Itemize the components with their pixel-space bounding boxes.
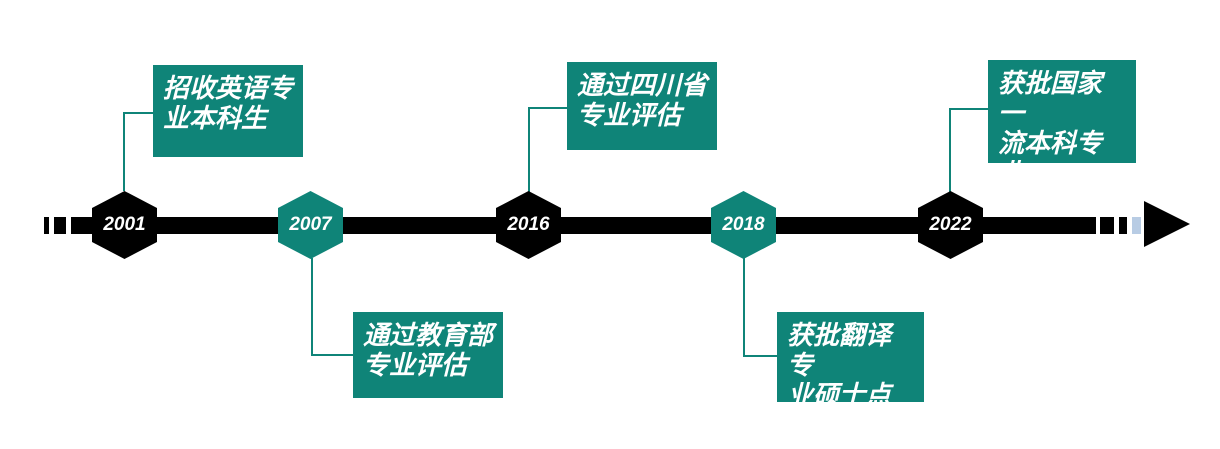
milestone-hexagon-2016: 2016 (496, 191, 561, 259)
connector-horizontal-2001 (123, 112, 154, 114)
year-label-2007: 2007 (289, 214, 332, 235)
milestone-hexagon-2018: 2018 (711, 191, 776, 259)
timeline-right-dash-1 (1100, 217, 1114, 234)
milestone-hexagon-2001: 2001 (92, 191, 157, 259)
connector-vertical-2016 (528, 107, 530, 192)
connector-vertical-2018 (743, 258, 745, 357)
milestone-callout-2018: 获批翻译专 业硕士点 (777, 312, 924, 410)
timeline-right-dash-2 (1119, 217, 1127, 234)
year-label-2018: 2018 (722, 214, 765, 235)
connector-vertical-2022 (949, 108, 951, 192)
year-label-2022: 2022 (929, 214, 972, 235)
connector-horizontal-2022 (949, 108, 989, 110)
callout-text-2016: 通过四川省 专业评估 (577, 70, 708, 130)
callout-text-2022: 获批国家一 流本科专业 建设点 (998, 68, 1103, 218)
connector-horizontal-2018 (743, 355, 778, 357)
milestone-callout-2007: 通过教育部 专业评估 (353, 312, 503, 398)
milestone-callout-2022: 获批国家一 流本科专业 建设点 (988, 60, 1136, 218)
timeline-left-dash-1 (44, 217, 49, 234)
milestone-hexagon-2022: 2022 (918, 191, 983, 259)
milestone-callout-2001: 招收英语专 业本科生 (153, 65, 303, 157)
milestone-callout-2016: 通过四川省 专业评估 (567, 62, 717, 150)
year-label-2001: 2001 (103, 214, 146, 235)
callout-text-2001: 招收英语专 业本科生 (163, 73, 294, 133)
milestone-hexagon-2007: 2007 (278, 191, 343, 259)
callout-text-2018: 获批翻译专 业硕士点 (787, 320, 892, 410)
connector-horizontal-2007 (311, 354, 354, 356)
connector-vertical-2001 (123, 112, 125, 191)
timeline-right-dash-blue (1132, 217, 1141, 234)
right-arrowhead-icon (1144, 201, 1190, 247)
timeline-left-dash-2 (54, 217, 66, 234)
callout-text-2007: 通过教育部 专业评估 (363, 320, 494, 380)
year-label-2016: 2016 (507, 214, 550, 235)
connector-horizontal-2016 (528, 107, 568, 109)
connector-vertical-2007 (311, 258, 313, 356)
